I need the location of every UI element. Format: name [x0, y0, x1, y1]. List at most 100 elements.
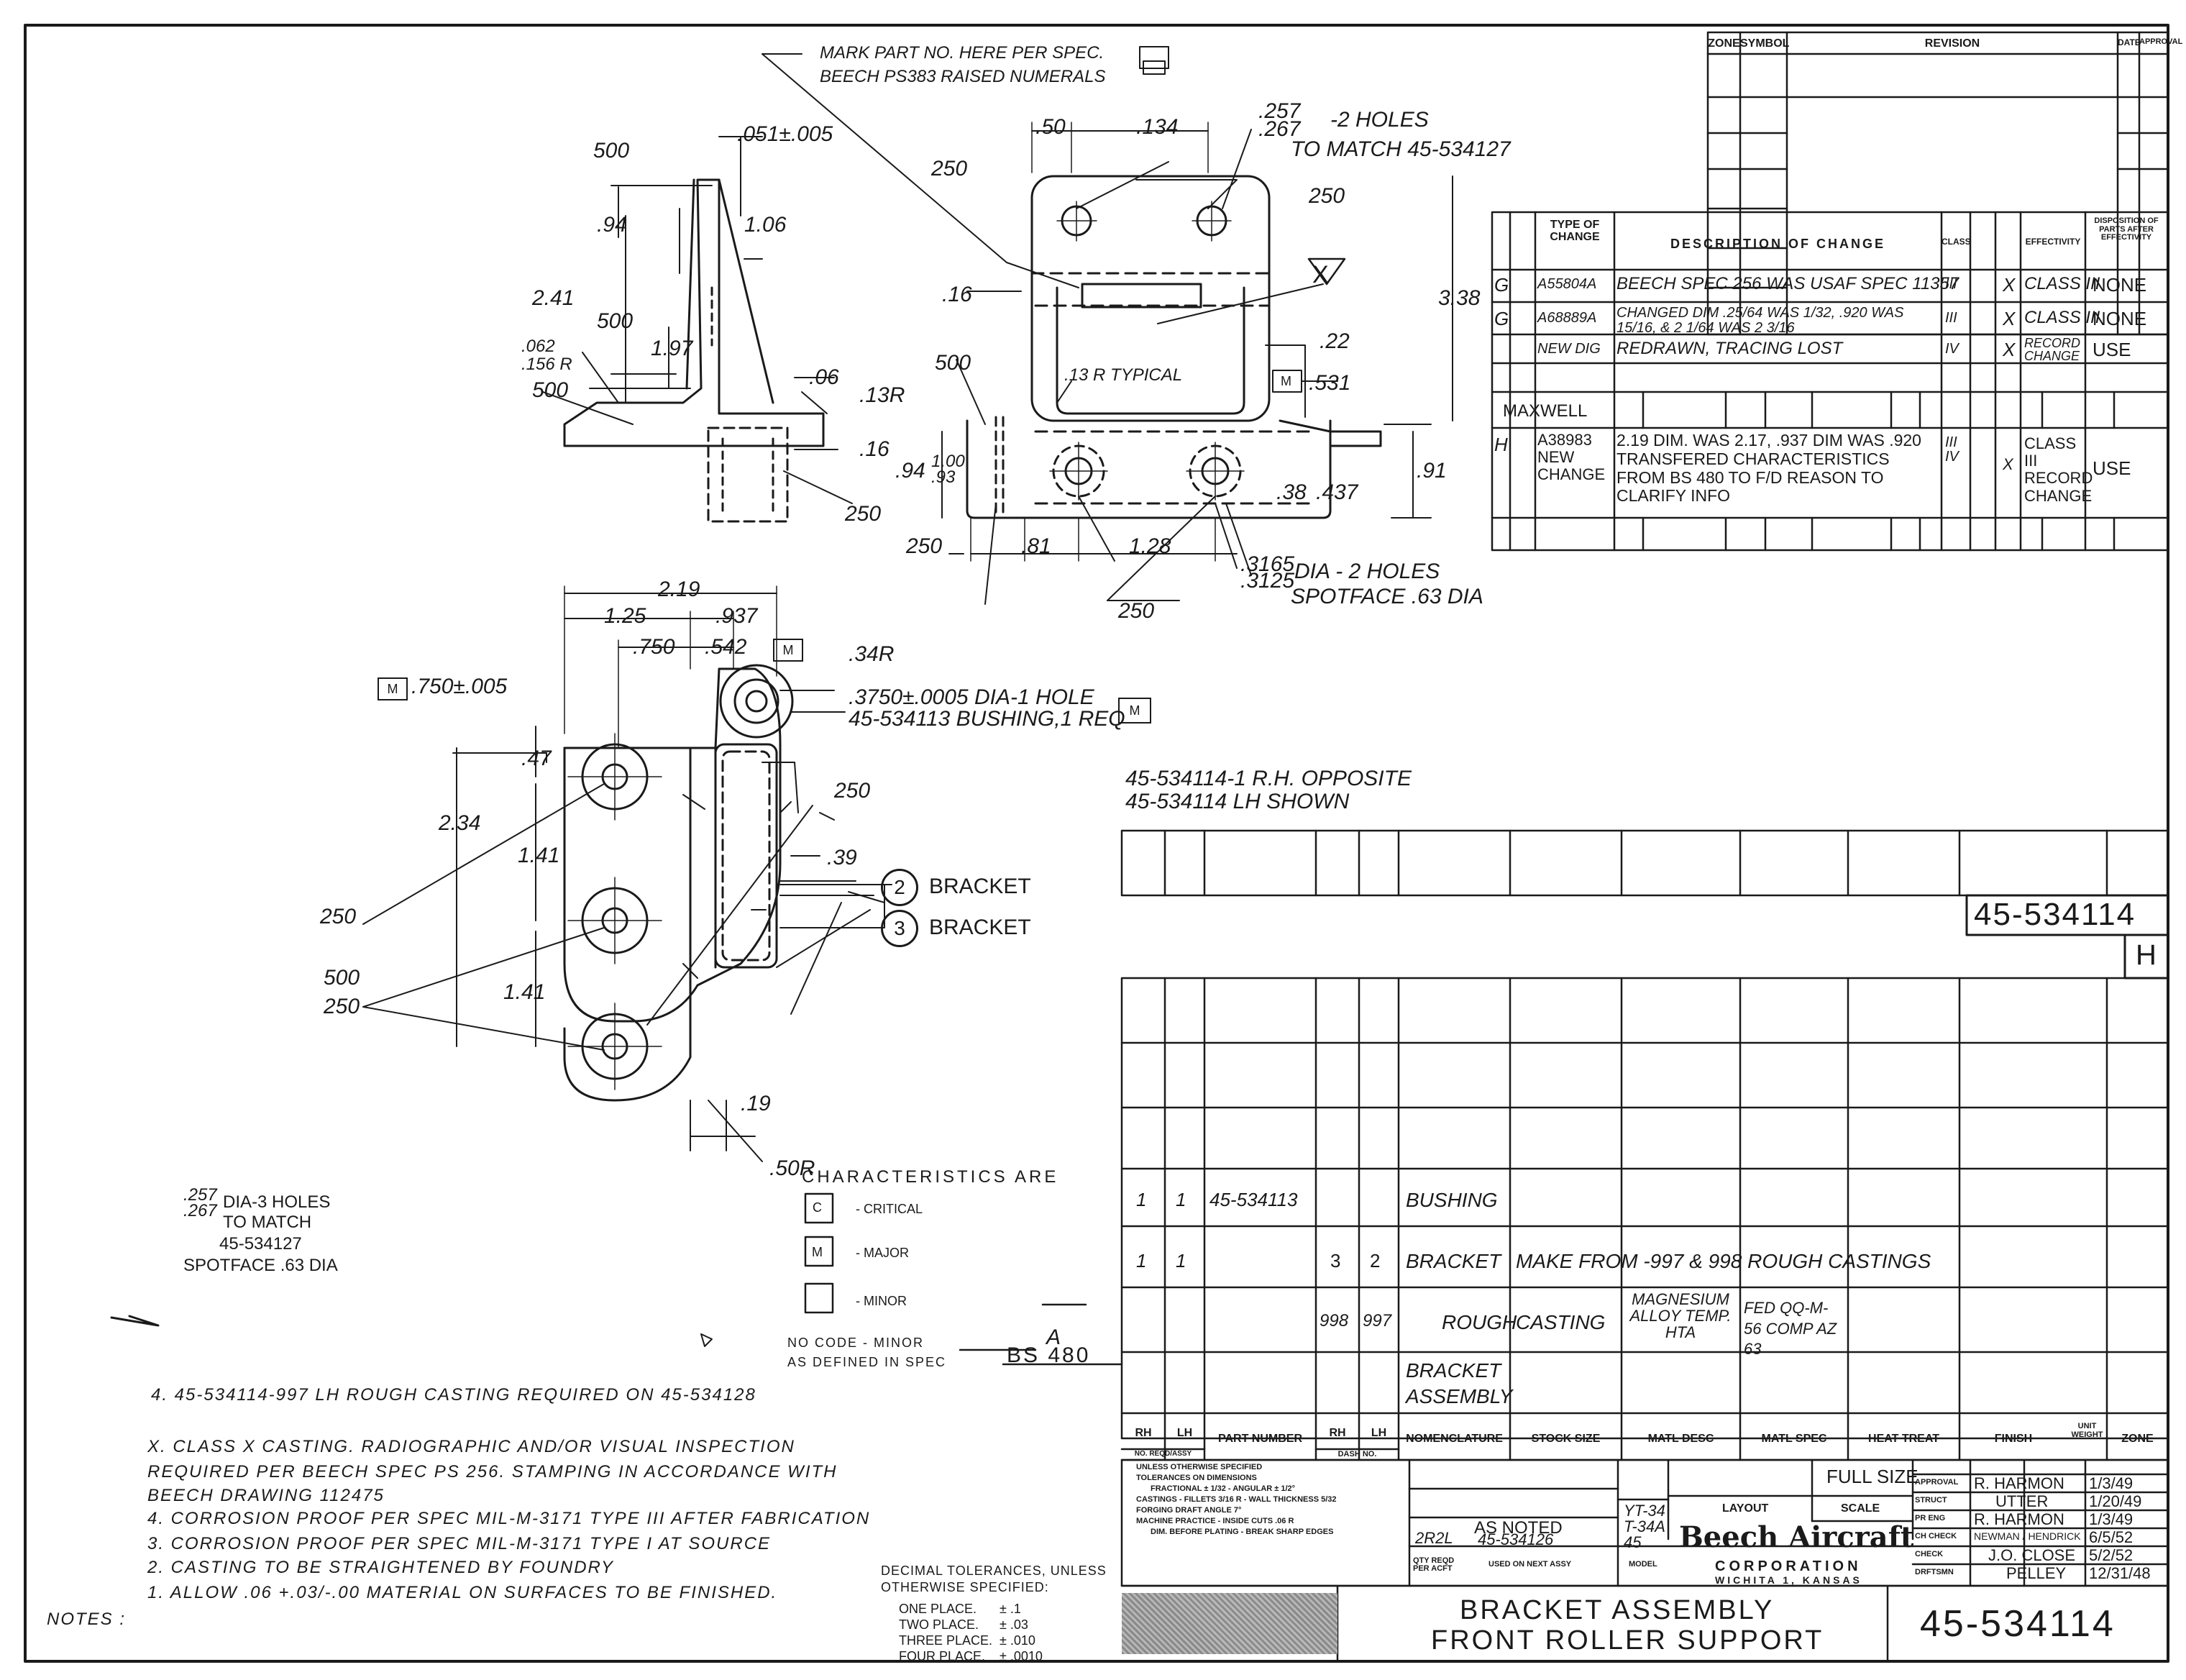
bom-r1-rh: 1	[1176, 1189, 1186, 1210]
dim-338: 3.38	[1438, 286, 1481, 310]
dim-side-500: 500	[593, 139, 630, 163]
appr-date-1: 1/3/49	[2089, 1474, 2134, 1492]
tol-one-v: ± .1	[1000, 1602, 1021, 1616]
dim-side-500c: 500	[532, 378, 569, 402]
rev-row1-desc: BEECH SPEC 256 WAS USAF SPEC 11357	[1616, 274, 1959, 293]
dim-750tol: .750±.005	[411, 675, 508, 698]
appr-role-6: DRFTSMN	[1915, 1568, 1954, 1576]
side-view	[542, 136, 853, 523]
dim-128: 1.28	[1129, 534, 1171, 558]
dim-100: 1.00	[931, 452, 965, 471]
rev-row1-x: X	[2003, 274, 2016, 296]
dim-plan-250a: 250	[834, 779, 871, 803]
bom-r2-lh: 1	[1136, 1250, 1147, 1272]
holes-257: .257	[1258, 99, 1301, 123]
dim-06: .06	[809, 365, 839, 389]
revision-grid	[1491, 31, 2169, 552]
rev-desc-header: DESCRIPTION OF CHANGE	[1670, 237, 1885, 251]
dim-094b: .94	[895, 459, 925, 483]
holes-match: TO MATCH 45-534127	[1291, 137, 1511, 161]
m-symbol-front: M	[1281, 374, 1291, 388]
rev-row1-disp: NONE	[2093, 274, 2147, 296]
dim-81: .81	[1021, 534, 1051, 558]
bom-h-stock: STOCK SIZE	[1531, 1433, 1601, 1445]
appr-date-3: 1/3/49	[2089, 1510, 2134, 1528]
note-2: 2. CASTING TO BE STRAIGHTENED BY FOUNDRY	[147, 1558, 614, 1577]
char-m-box: M	[812, 1245, 823, 1259]
appr-name-4: NEWMAN / HENDRICK	[1974, 1530, 2081, 1542]
tb-city: WICHITA 1, KANSAS	[1715, 1574, 1862, 1586]
tb-qty-label: QTY REQD PER ACFT	[1413, 1556, 1455, 1573]
bom-h-matldesc: MATL DESC	[1647, 1433, 1714, 1445]
drawing-number-title: 45-534114	[1920, 1603, 2116, 1645]
plan-view	[362, 585, 892, 1162]
rev-row2-disp: NONE	[2093, 308, 2147, 329]
appr-date-6: 12/31/48	[2089, 1564, 2151, 1582]
dim-50r: .50R	[769, 1156, 815, 1180]
bom-h-weight: UNIT WEIGHT	[2071, 1422, 2103, 1439]
bom-h-rh: RH	[1135, 1427, 1152, 1439]
rev-approval-header: APPROVAL	[2139, 37, 2183, 46]
dim-093: .93	[931, 467, 956, 487]
dim-051: .051±.005	[737, 122, 833, 146]
bom-h-part: PART NUMBER	[1217, 1433, 1303, 1445]
tol-three-v: ± .010	[1000, 1633, 1035, 1648]
dim-front-250d: 250	[1118, 599, 1155, 623]
dim-front-250c: 250	[906, 534, 943, 558]
holes3-match1: TO MATCH	[223, 1213, 312, 1232]
rev-row3-x: X	[2003, 339, 2016, 360]
dim-13r: .13R	[859, 383, 905, 407]
appr-name-2: UTTER	[1995, 1492, 2049, 1510]
tol-two: TWO PLACE.	[899, 1617, 979, 1632]
tb-tol-4: CASTINGS - FILLETS 3/16 R - WALL THICKNE…	[1136, 1495, 1337, 1504]
stray-mark-2	[700, 1333, 713, 1347]
bom-grid	[1120, 829, 2169, 1663]
dim-106: 1.06	[744, 213, 787, 237]
bom-h-matlspec: MATL SPEC	[1761, 1433, 1827, 1445]
tol-four: FOUR PLACE.	[899, 1649, 986, 1663]
note-x-2: REQUIRED PER BEECH SPEC PS 256. STAMPING…	[147, 1462, 838, 1482]
appr-name-5: J.O. CLOSE	[1988, 1546, 2076, 1564]
dim-plan-250b: 250	[320, 905, 357, 928]
bom-r1-nomen: BUSHING	[1406, 1189, 1498, 1211]
tol-title-2: OTHERWISE SPECIFIED:	[881, 1580, 1049, 1594]
dim-219: 2.19	[658, 578, 700, 601]
char-spec: BS 480	[1007, 1343, 1091, 1367]
holes3-spot: SPOTFACE .63 DIA	[183, 1256, 338, 1275]
rev-row2-eff: CLASS III	[2024, 308, 2100, 327]
bom-r3-dash-rh: 998	[1320, 1311, 1349, 1330]
tb-as-noted: AS NOTED	[1474, 1518, 1563, 1538]
tb-scale-val: FULL SIZE	[1826, 1466, 1919, 1487]
title-line-1: BRACKET ASSEMBLY	[1460, 1595, 1775, 1625]
char-no-code: NO CODE - MINOR	[787, 1336, 924, 1350]
x-symbol: X	[1312, 261, 1329, 288]
appr-date-4: 6/5/52	[2089, 1528, 2134, 1546]
tb-layout: LAYOUT	[1722, 1502, 1769, 1515]
dim-34r: .34R	[849, 642, 895, 666]
tb-qty: 2R2L	[1415, 1529, 1453, 1547]
bom-h-dashno: DASH NO.	[1337, 1450, 1377, 1458]
appr-role-3: PR ENG	[1915, 1514, 1946, 1522]
rev-row1-type: A55804A	[1537, 276, 1597, 292]
dim-16: .16	[859, 437, 890, 461]
rev-class-header: CLASS	[1942, 237, 1971, 247]
tb-tol-2: TOLERANCES ON DIMENSIONS	[1136, 1474, 1257, 1482]
rev-type-header: TYPE OF CHANGE	[1550, 219, 1600, 243]
bom-r2-nomen: BRACKET	[1406, 1250, 1501, 1272]
dim-plan-500: 500	[324, 966, 360, 990]
bom-r3-matl-spec: FED QQ-M-56 COMP AZ 63	[1744, 1299, 1837, 1359]
rev-signer: MAXWELL	[1503, 401, 1588, 421]
m-box-bushing: M	[1118, 698, 1151, 723]
tb-used-label: USED ON NEXT ASSY	[1488, 1560, 1572, 1569]
tol-three: THREE PLACE.	[899, 1633, 993, 1648]
bushing-hole: .3750±.0005 DIA-1 HOLE	[849, 685, 1094, 709]
char-major: - MAJOR	[856, 1246, 909, 1260]
tb-scale: SCALE	[1841, 1502, 1880, 1515]
dim-47: .47	[521, 747, 552, 770]
appr-name-3: R. HARMON	[1974, 1510, 2064, 1528]
front-view	[762, 46, 1453, 605]
dim-38: .38	[1276, 480, 1307, 504]
note-x-3: BEECH DRAWING 112475	[147, 1486, 385, 1505]
